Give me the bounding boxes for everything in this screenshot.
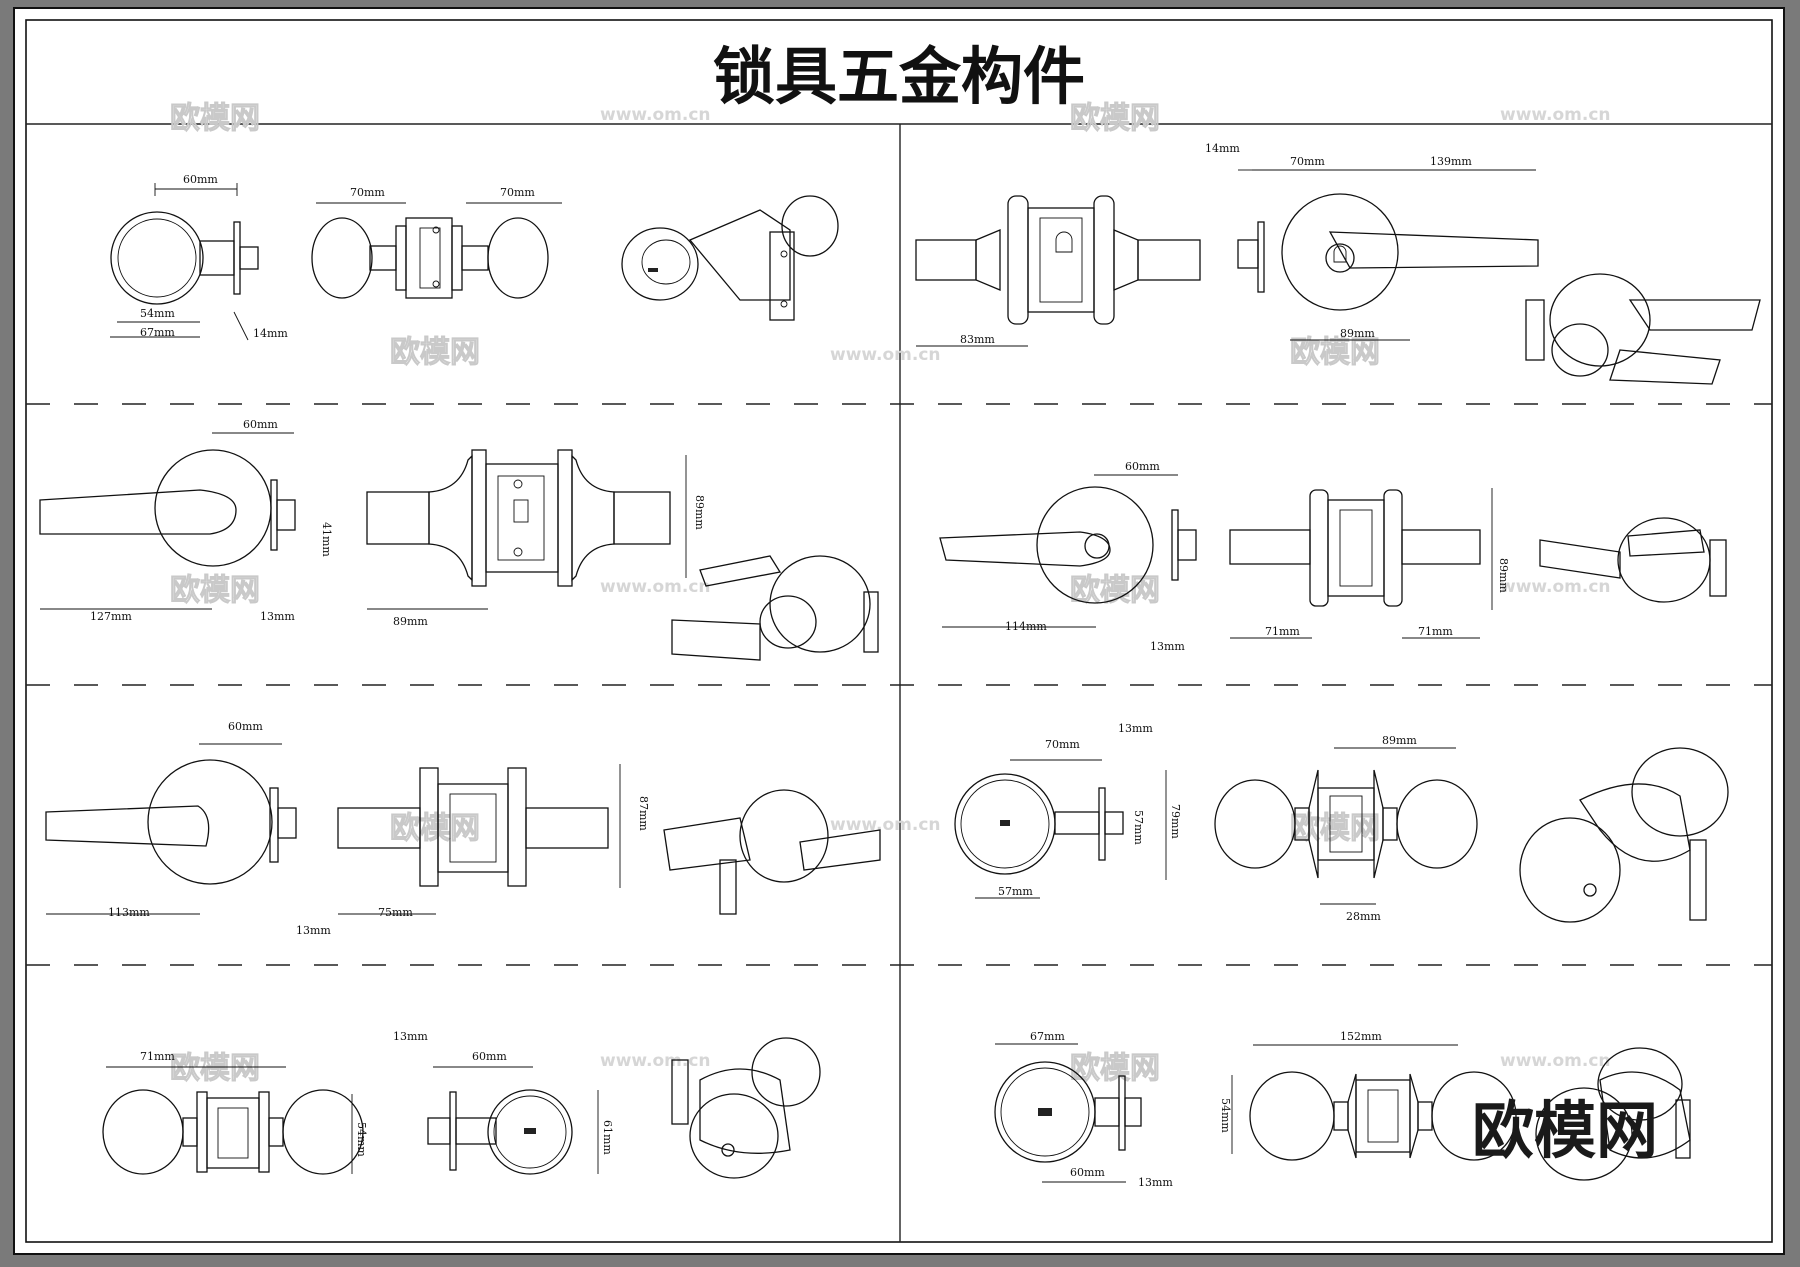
dim-label: 70mm xyxy=(1045,738,1080,751)
dim-label: 60mm xyxy=(472,1050,507,1063)
dim-label: 89mm xyxy=(1340,327,1375,340)
dim-label: 60mm xyxy=(1070,1166,1105,1179)
brand-logo: 欧模网 xyxy=(1472,1094,1658,1167)
dim-label: 54mm xyxy=(1219,1098,1232,1133)
dim-label: 70mm xyxy=(350,186,385,199)
dim-label: 60mm xyxy=(243,418,278,431)
watermark-url: www.om.cn xyxy=(600,577,711,597)
dim-label: 71mm xyxy=(140,1050,175,1063)
watermark-layer: 欧模网 www.om.cn 欧模网 www.om.cn 欧模网 www.om.c… xyxy=(170,101,1611,1087)
watermark-text: 欧模网 xyxy=(1070,573,1160,608)
dim-label: 127mm xyxy=(90,610,132,623)
dim-label: 13mm xyxy=(1118,722,1153,735)
watermark-url: www.om.cn xyxy=(600,105,711,125)
dim-label: 57mm xyxy=(998,885,1033,898)
dim-label: 70mm xyxy=(500,186,535,199)
watermark-url: www.om.cn xyxy=(830,345,941,365)
watermark-url: www.om.cn xyxy=(1500,1051,1611,1071)
dim-label: 87mm xyxy=(637,796,650,831)
dim-label: 60mm xyxy=(228,720,263,733)
dim-label: 89mm xyxy=(693,495,706,530)
dim-label: 152mm xyxy=(1340,1030,1382,1043)
dim-label: 70mm xyxy=(1290,155,1325,168)
watermark-text: 欧模网 xyxy=(170,573,260,608)
dim-label: 67mm xyxy=(1030,1030,1065,1043)
deadbolt-r4-right: 67mm 60mm 13mm 152mm 54mm xyxy=(994,1030,1691,1189)
watermark-url: www.om.cn xyxy=(1500,577,1611,597)
dim-label: 83mm xyxy=(960,333,995,346)
dim-label: 13mm xyxy=(1138,1176,1173,1189)
dim-label: 89mm xyxy=(1382,734,1417,747)
dim-label: 13mm xyxy=(1150,640,1185,653)
dim-label: 114mm xyxy=(1005,620,1047,633)
watermark-text: 欧模网 xyxy=(170,1051,260,1086)
watermark-text: 欧模网 xyxy=(1290,335,1380,370)
dim-label: 60mm xyxy=(1125,460,1160,473)
lever-lock-r1-right: 83mm 14mm 70mm 139mm 89mm xyxy=(915,142,1761,385)
dim-label: 75mm xyxy=(378,906,413,919)
dim-label: 61mm xyxy=(601,1120,614,1155)
knob-lock-r4-left: 71mm 54mm 13mm 60mm 61mm xyxy=(102,1030,821,1179)
dim-label: 13mm xyxy=(393,1030,428,1043)
dim-label: 71mm xyxy=(1265,625,1300,638)
watermark-text: 欧模网 xyxy=(1070,101,1160,136)
watermark-url: www.om.cn xyxy=(830,815,941,835)
dim-label: 28mm xyxy=(1346,910,1381,923)
dim-label: 54mm xyxy=(355,1122,368,1157)
lever-lock-r2-right: 60mm 114mm 13mm 89mm 71mm 71mm xyxy=(939,460,1727,653)
watermark-text: 欧模网 xyxy=(390,335,480,370)
dim-label: 67mm xyxy=(140,326,175,339)
dim-label: 89mm xyxy=(393,615,428,628)
dim-label: 14mm xyxy=(253,327,288,340)
dim-label: 41mm xyxy=(320,522,333,557)
watermark-text: 欧模网 xyxy=(1290,811,1380,846)
watermark-url: www.om.cn xyxy=(1500,105,1611,125)
watermark-text: 欧模网 xyxy=(390,811,480,846)
dim-label: 60mm xyxy=(183,173,218,186)
sheet-title: 锁具五金构件 xyxy=(713,40,1085,113)
dim-label: 89mm xyxy=(1497,558,1510,593)
dim-label: 54mm xyxy=(140,307,175,320)
lever-lock-r2-left: 60mm 127mm 13mm 41mm 89mm 89mm xyxy=(39,418,879,661)
dim-label: 14mm xyxy=(1205,142,1240,155)
dim-label: 13mm xyxy=(296,924,331,937)
knob-lock-r1-left: 60mm 54mm 67mm 14mm 70mm 70mm xyxy=(110,173,839,341)
watermark-text: 欧模网 xyxy=(170,101,260,136)
watermark-text: 欧模网 xyxy=(1070,1051,1160,1086)
dim-label: 79mm xyxy=(1169,804,1182,839)
dim-label: 139mm xyxy=(1430,155,1472,168)
deadbolt-r3-right: 70mm 13mm 57mm 57mm 79mm 89mm 28mm xyxy=(954,722,1729,923)
lever-lock-r3-left: 60mm 113mm 13mm 87mm 75mm xyxy=(45,720,881,937)
inner-frame xyxy=(25,19,1773,1243)
watermark-url: www.om.cn xyxy=(600,1051,711,1071)
dim-label: 57mm xyxy=(1132,810,1145,845)
paper xyxy=(13,7,1785,1255)
dim-label: 13mm xyxy=(260,610,295,623)
dim-label: 71mm xyxy=(1418,625,1453,638)
dim-label: 113mm xyxy=(108,906,150,919)
